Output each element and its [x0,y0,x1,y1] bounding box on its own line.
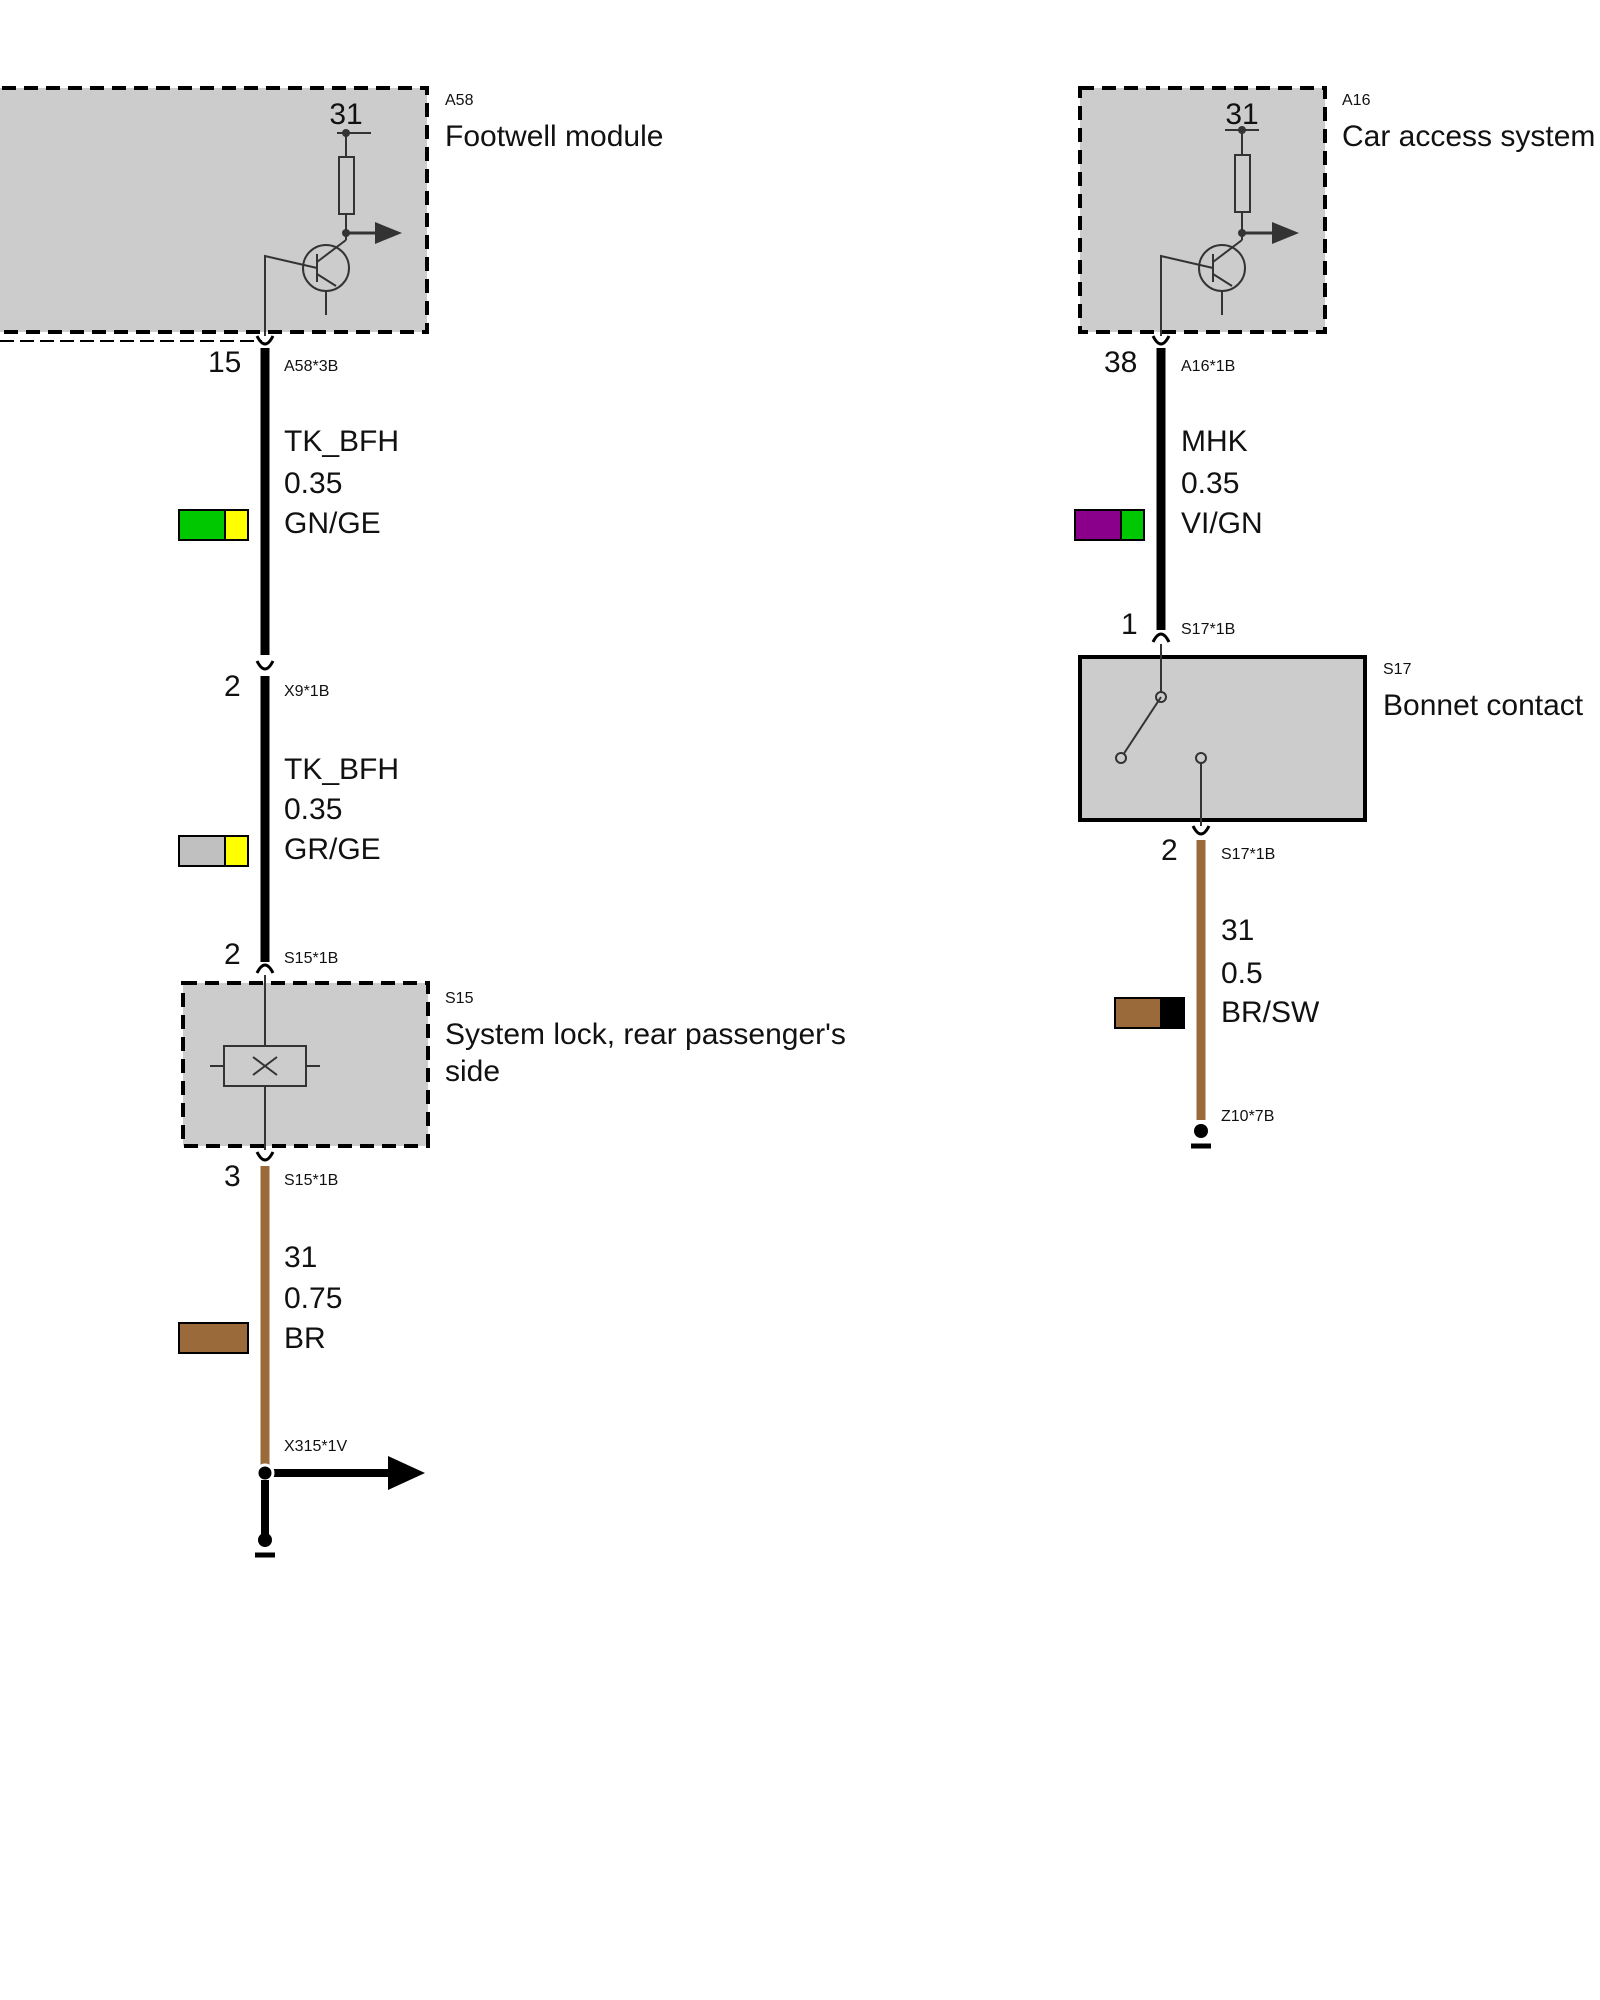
switch-contact-icon [1115,644,1207,826]
lock-actuator-icon [210,975,320,1150]
s17-name-label: Bonnet contact [1383,689,1584,722]
s17-in-pin-connector-icon [1151,632,1171,643]
x315-connector-label: X315*1V [284,1438,347,1455]
ground-symbol-icon [255,1480,275,1558]
s17-module-box [1078,655,1367,822]
s15-id-label: S15 [445,990,474,1007]
s17-out-pin-connector-icon [1191,825,1211,836]
transistor-symbol-icon [264,129,402,336]
wire3-color-label: BR [284,1322,326,1355]
wire2-size-label: 0.35 [284,793,342,826]
s15-in-pin-label: 2 [224,938,241,971]
s15-system-lock[interactable] [181,975,430,1150]
x9-pin-connector-icon [255,660,275,671]
wire3-size-label: 0.75 [284,1282,342,1315]
wire1-size-label: 0.35 [284,467,342,500]
r-wire2-signal-label: 31 [1221,914,1254,947]
r-wire2-color-swatch [1114,997,1185,1029]
a58-footwell-module[interactable]: 31 [0,86,429,342]
a58-name-label: Footwell module [445,120,663,153]
wire3-color-swatch [178,1322,249,1354]
r-wire1-size-label: 0.35 [1181,467,1239,500]
a58-module-box [0,86,429,334]
wire1-color-label: GN/GE [284,507,381,540]
a16-id-label: A16 [1342,92,1371,109]
s15-out-pin-connector-icon [255,1151,275,1162]
a16-terminal-label: 31 [1225,98,1258,131]
r-wire1-color-label: VI/GN [1181,507,1263,540]
a58-pin-label: 15 [208,346,241,379]
a58-pin-connector-icon [255,335,275,346]
s17-out-connector-label: S17*1B [1221,846,1275,863]
a58-id-label: A58 [445,92,474,109]
a16-connector-label: A16*1B [1181,358,1235,375]
a58-terminal-label: 31 [329,98,362,131]
x9-connector-label: X9*1B [284,683,329,700]
s15-out-connector-label: S15*1B [284,1172,338,1189]
s17-in-pin-label: 1 [1121,608,1138,641]
ground-symbol-icon [1191,1124,1211,1149]
z10-connector-label: Z10*7B [1221,1108,1274,1125]
s17-bonnet-contact[interactable] [1078,644,1367,826]
s15-in-connector-label: S15*1B [284,950,338,967]
x315-junction-arrow-icon[interactable] [255,1456,425,1490]
s15-name-label-line2: side [445,1055,500,1088]
s17-out-pin-label: 2 [1161,834,1178,867]
wire2-color-label: GR/GE [284,833,381,866]
a16-module-box [1078,86,1327,334]
wire2-signal-label: TK_BFH [284,753,399,786]
wire1-color-swatch [178,509,249,541]
a16-pin-label: 38 [1104,346,1137,379]
r-wire1-color-swatch [1074,509,1145,541]
a16-pin-connector-icon [1151,335,1171,346]
s15-in-pin-connector-icon [255,963,275,974]
wire3-signal-label: 31 [284,1241,317,1274]
r-wire2-size-label: 0.5 [1221,957,1263,990]
x9-pin-label: 2 [224,670,241,703]
a58-connector-label: A58*3B [284,358,338,375]
a16-car-access-system[interactable]: 31 [1078,86,1327,336]
wire2-color-swatch [178,835,249,867]
s15-out-pin-label: 3 [224,1160,241,1193]
s17-in-connector-label: S17*1B [1181,621,1235,638]
a16-name-label: Car access system [1342,120,1595,153]
transistor-symbol-icon [1160,126,1299,336]
r-wire2-color-label: BR/SW [1221,996,1320,1029]
r-wire1-signal-label: MHK [1181,425,1248,458]
s17-id-label: S17 [1383,661,1412,678]
s15-name-label-line1: System lock, rear passenger's [445,1018,846,1051]
wire1-signal-label: TK_BFH [284,425,399,458]
